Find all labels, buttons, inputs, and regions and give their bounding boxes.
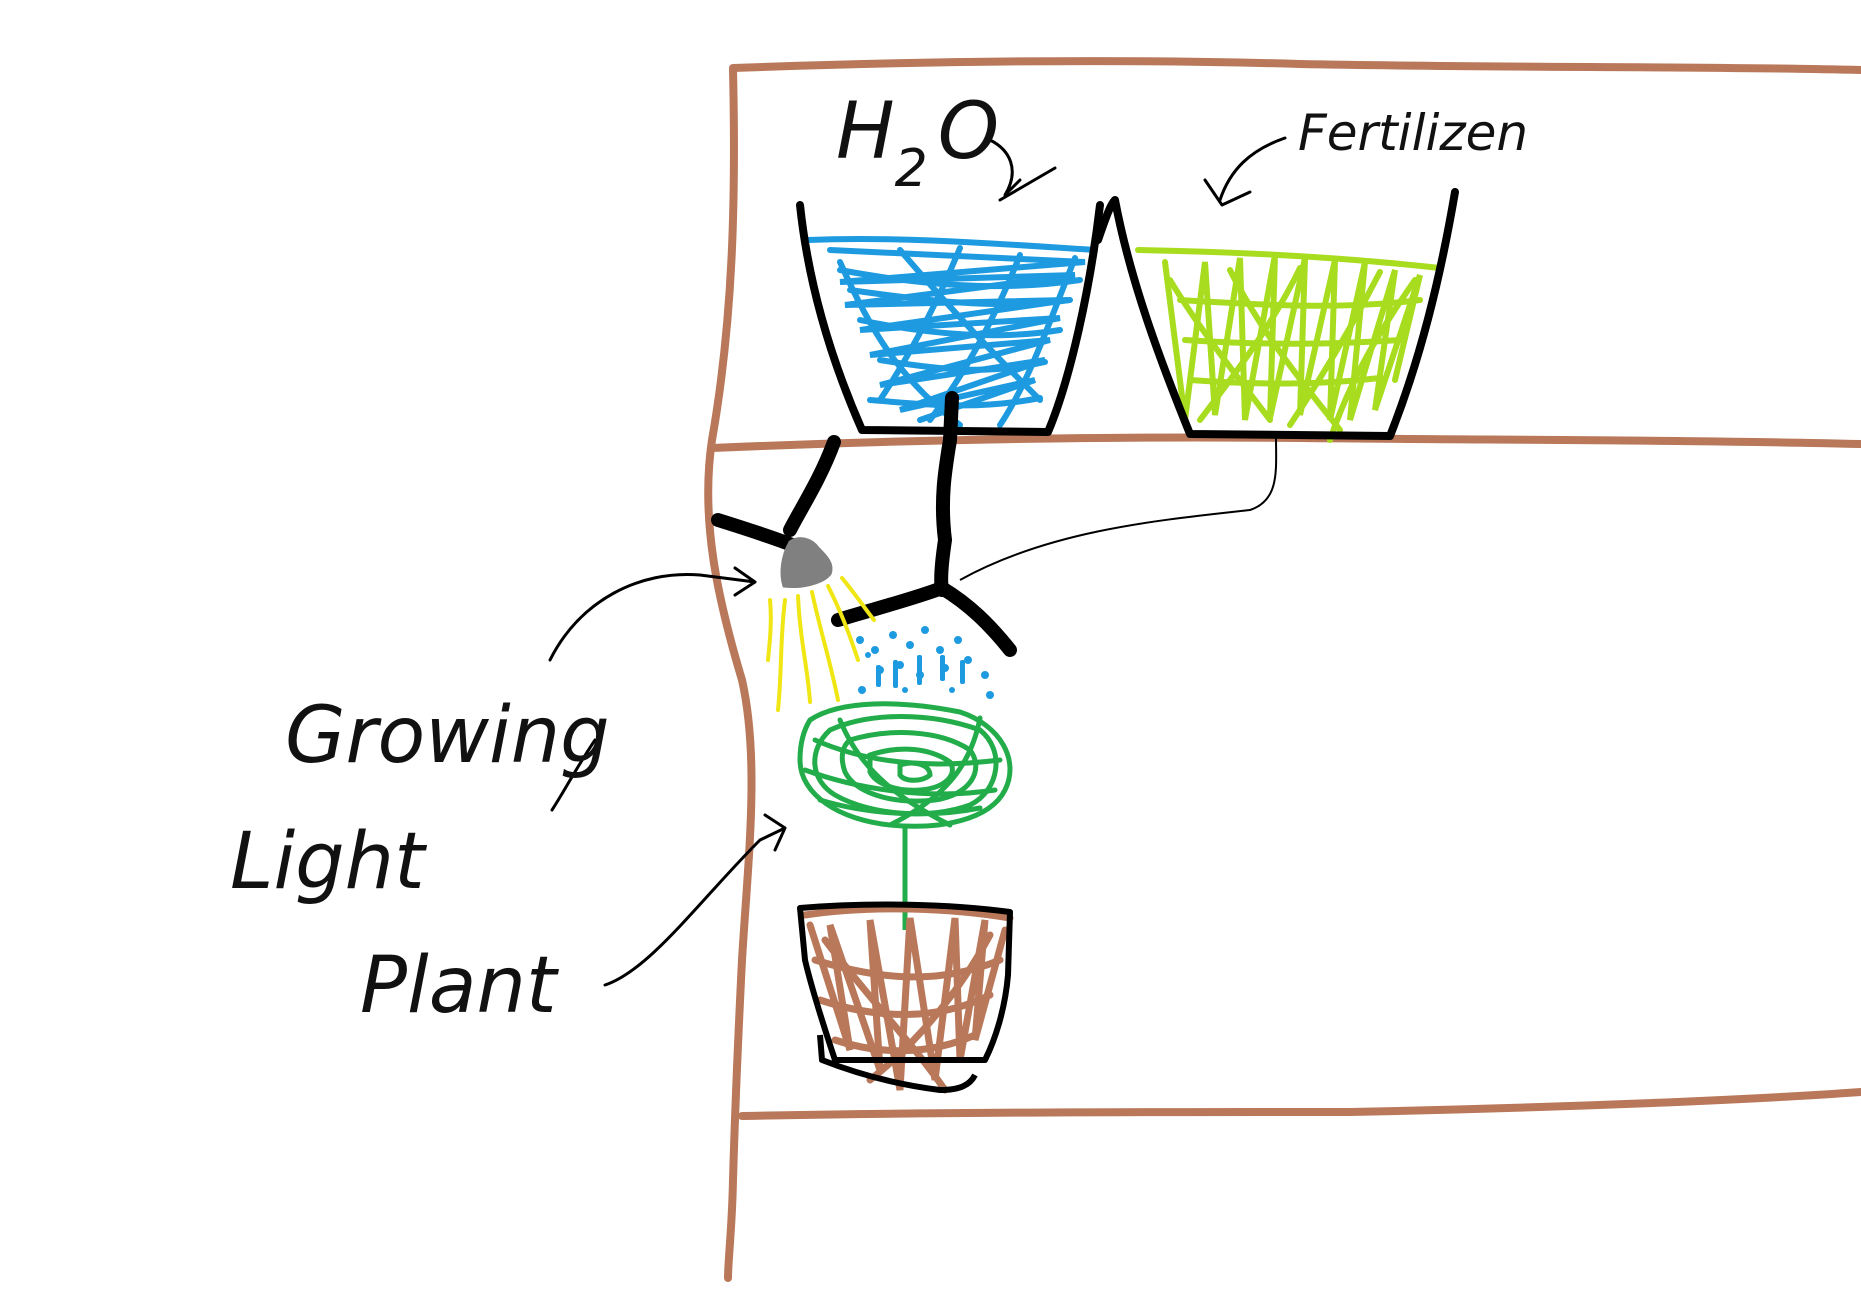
water-tank: [796, 201, 1104, 447]
shelf-vertical-post: [704, 66, 756, 1282]
shelf-middle-board: [708, 433, 1861, 452]
fertilizer-tank: [959, 188, 1459, 581]
shelf-bottom-board: [738, 1088, 1861, 1120]
water-outlet-pipe: [943, 391, 959, 447]
plant-foliage: [797, 701, 1013, 829]
plant-pot: [797, 901, 1014, 1094]
plant-label: Plant: [360, 941, 559, 1031]
fertilizer-tube: [959, 435, 1278, 581]
water-down-pipe: [934, 433, 957, 597]
water-fill: [805, 235, 1098, 428]
pot-base: [817, 1034, 978, 1093]
shelf-top-board: [729, 57, 1861, 74]
water-drops: [856, 626, 994, 699]
pipe-system: [711, 433, 1017, 657]
growing-light: [766, 537, 876, 712]
pot-soil: [801, 905, 1014, 1094]
water-arrow: [988, 138, 1057, 202]
growing-light-underline: [550, 738, 597, 812]
lamp-arm-pipe: [783, 435, 841, 537]
fertilizer-fill: [1135, 247, 1443, 443]
lamp-head: [780, 537, 833, 588]
sprinkler-left-arm: [831, 581, 949, 627]
plant: [797, 701, 1013, 930]
light-rays: [766, 576, 876, 712]
plant-arrow: [603, 813, 787, 987]
fertilizer-tank-outline: [1094, 188, 1459, 440]
growing-light-arrow: [548, 566, 757, 662]
light-label: Light: [230, 817, 427, 907]
annotation-arrows: [548, 136, 1287, 987]
growing-label: Growing: [285, 691, 610, 781]
sprinkler-right-arm: [935, 581, 1017, 657]
fertilizer-label: Fertilizen: [1298, 104, 1528, 162]
pot-outline: [797, 901, 1013, 1063]
fertilizer-arrow: [1203, 136, 1287, 207]
